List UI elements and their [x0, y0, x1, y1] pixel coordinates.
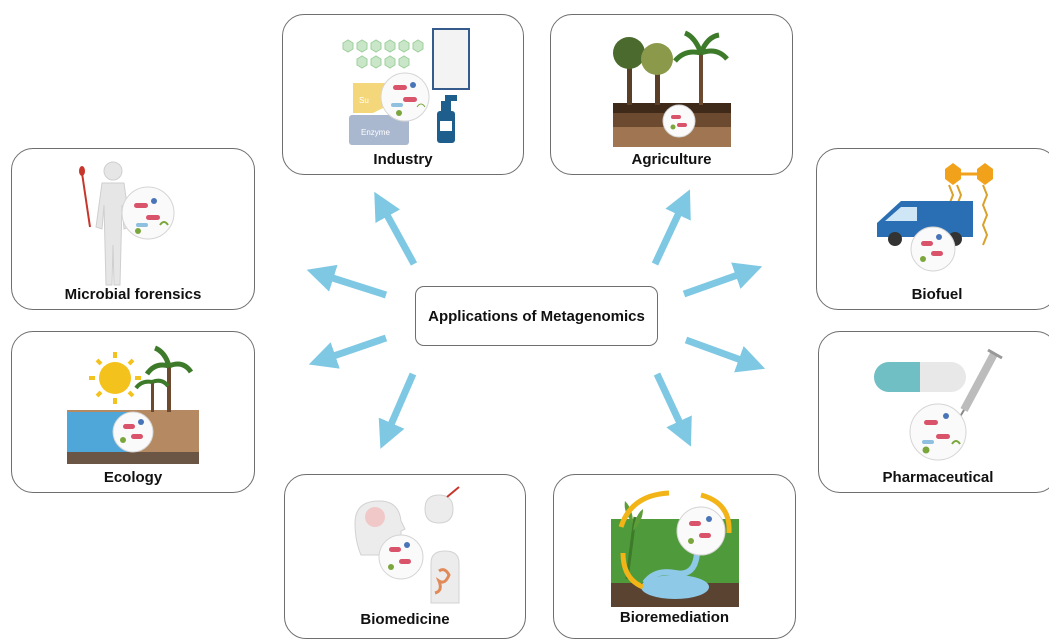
arrow-to-ecology [308, 334, 388, 369]
card-pharmaceutical: Pharmaceutical [818, 331, 1049, 493]
card-bioremediation: Bioremediation [553, 474, 796, 639]
microbe-cluster-icon [676, 506, 725, 556]
arrow-to-pharmaceutical [684, 336, 766, 373]
microbe-cluster-icon [380, 72, 430, 122]
enzyme-tag: Enzyme [361, 128, 390, 137]
sun-icon [89, 352, 141, 404]
card-agriculture: Agriculture [550, 14, 793, 175]
ecology-illustration [67, 345, 199, 464]
card-label: Industry [373, 151, 433, 168]
substrate-tag: Su [359, 96, 369, 105]
card-industry: Su Enzyme Industry [282, 14, 524, 175]
palm-tree-icon [134, 345, 194, 412]
notebook-icon [432, 28, 470, 90]
bioremediation-illustration [610, 490, 739, 607]
card-label: Biomedicine [360, 611, 450, 628]
human-figure-icon [95, 161, 131, 286]
arrow-to-biomedicine [378, 372, 417, 449]
industry-illustration: Su Enzyme [342, 28, 470, 145]
card-label: Agriculture [631, 151, 712, 168]
microbe-cluster-icon [378, 534, 424, 580]
microbe-cluster-icon [121, 186, 175, 240]
card-label: Pharmaceutical [882, 469, 994, 486]
center-node: Applications of Metagenomics [415, 286, 658, 346]
arrow-to-agriculture [651, 189, 691, 266]
microbe-cluster-icon [909, 403, 967, 461]
microbe-cluster-icon [112, 411, 154, 453]
tree-icon [612, 37, 673, 105]
spray-bottle-icon [437, 95, 457, 143]
capsule-icon [874, 362, 966, 392]
biomedicine-illustration [354, 486, 460, 604]
arrow-to-biofuel [682, 262, 763, 298]
card-biofuel: Biofuel [816, 148, 1049, 310]
microbe-cluster-icon [910, 226, 956, 272]
intestine-icon [434, 568, 451, 595]
arrow-to-industry [374, 191, 418, 266]
card-label: Bioremediation [619, 609, 730, 626]
card-label: Biofuel [911, 286, 963, 303]
microbe-cluster-icon [662, 104, 695, 138]
van-icon [877, 201, 973, 246]
card-microbial-forensics: Microbial forensics [11, 148, 255, 310]
arrow-to-microbial-forensics [306, 264, 388, 299]
agriculture-illustration [612, 30, 731, 147]
molecule-chain-icon [342, 39, 424, 69]
biofuel-illustration [877, 163, 993, 272]
card-ecology: Ecology [11, 331, 255, 493]
card-label: Ecology [103, 469, 163, 486]
forensics-illustration [79, 161, 175, 286]
palm-tree-icon [672, 30, 729, 105]
swab-icon [79, 166, 91, 228]
card-label: Microbial forensics [64, 286, 202, 303]
center-label: Applications of Metagenomics [428, 307, 645, 325]
card-biomedicine: Biomedicine [284, 474, 526, 639]
pharmaceutical-illustration [874, 348, 1003, 461]
arrow-to-bioremediation [653, 372, 692, 447]
recycle-arrows-icon [618, 490, 732, 590]
syringe-icon [957, 348, 1003, 421]
